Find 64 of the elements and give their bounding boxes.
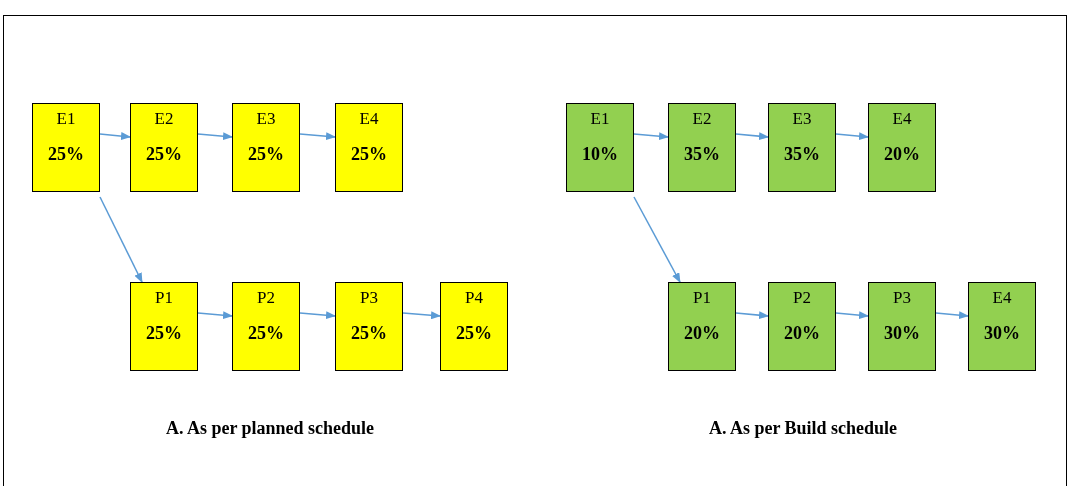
- box-id: E4: [359, 110, 379, 127]
- box-id: P1: [693, 289, 711, 306]
- percentage: 25%: [351, 324, 387, 342]
- arrow: [299, 311, 336, 320]
- arrow: [633, 196, 681, 283]
- schedule-box: [768, 103, 836, 192]
- arrow: [835, 132, 869, 141]
- arrow: [935, 311, 969, 320]
- arrow: [99, 196, 143, 283]
- schedule-box: [668, 282, 736, 371]
- arrow: [299, 132, 336, 141]
- percentage: 35%: [684, 145, 720, 163]
- box-id: P2: [793, 289, 811, 306]
- percentage: 25%: [146, 145, 182, 163]
- schedule-box: [566, 103, 634, 192]
- schedule-box: [968, 282, 1036, 371]
- arrow: [402, 311, 441, 320]
- arrow: [197, 311, 233, 320]
- percentage: 25%: [146, 324, 182, 342]
- schedule-box: [668, 103, 736, 192]
- schedule-box: [130, 282, 198, 371]
- schedule-box: [335, 103, 403, 192]
- box-id: P2: [257, 289, 275, 306]
- schedule-box: [32, 103, 100, 192]
- percentage: 35%: [784, 145, 820, 163]
- arrow: [735, 311, 769, 320]
- schedule-box: [768, 282, 836, 371]
- box-id: E1: [590, 110, 610, 127]
- schedule-box: [868, 282, 936, 371]
- percentage: 25%: [248, 145, 284, 163]
- percentage: 25%: [456, 324, 492, 342]
- arrow: [197, 132, 233, 141]
- box-id: P3: [893, 289, 911, 306]
- box-id: P3: [360, 289, 378, 306]
- box-id: E2: [692, 110, 712, 127]
- percentage: 25%: [248, 324, 284, 342]
- percentage: 20%: [784, 324, 820, 342]
- percentage: 30%: [984, 324, 1020, 342]
- schedule-caption: A. As per Build schedule: [708, 416, 898, 440]
- percentage: 10%: [582, 145, 618, 163]
- percentage: 20%: [884, 145, 920, 163]
- arrow: [735, 132, 769, 141]
- schedule-box: [868, 103, 936, 192]
- box-id: P4: [465, 289, 483, 306]
- box-id: P1: [155, 289, 173, 306]
- percentage: 25%: [351, 145, 387, 163]
- box-id: E4: [892, 110, 912, 127]
- percentage: 25%: [48, 145, 84, 163]
- arrow: [835, 311, 869, 320]
- schedule-box: [232, 282, 300, 371]
- box-id: E4: [992, 289, 1012, 306]
- percentage: 20%: [684, 324, 720, 342]
- schedule-box: [440, 282, 508, 371]
- arrow: [633, 132, 669, 141]
- box-id: E1: [56, 110, 76, 127]
- schedule-box: [335, 282, 403, 371]
- schedule-box: [232, 103, 300, 192]
- box-id: E3: [256, 110, 276, 127]
- arrow: [99, 132, 131, 141]
- schedule-caption: A. As per planned schedule: [165, 416, 375, 440]
- schedule-box: [130, 103, 198, 192]
- percentage: 30%: [884, 324, 920, 342]
- box-id: E3: [792, 110, 812, 127]
- box-id: E2: [154, 110, 174, 127]
